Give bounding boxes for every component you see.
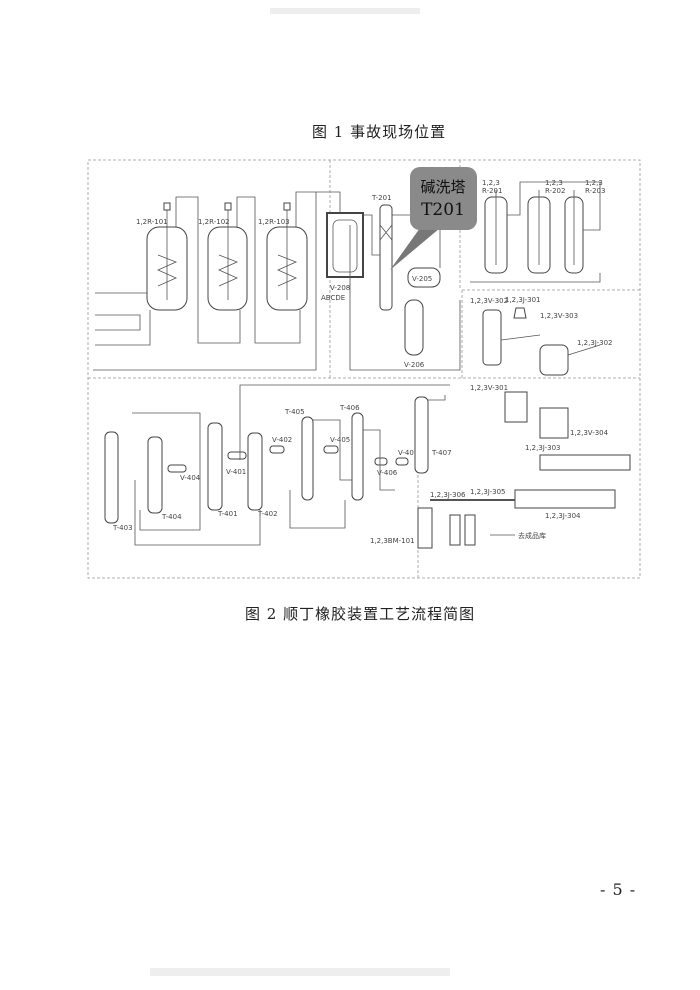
label-r202-prefix: 1,2,3 — [545, 179, 563, 187]
label-v206: V-206 — [404, 361, 425, 369]
baler-bm101 — [417, 507, 433, 549]
vessel-v406 — [374, 457, 388, 466]
vessel-v401 — [227, 451, 247, 460]
label-t403: T-403 — [112, 524, 133, 532]
scan-artifact-top — [270, 8, 420, 14]
label-t402: T-402 — [257, 510, 278, 518]
scan-artifact-bottom — [150, 968, 450, 976]
vessel-j301 — [513, 307, 527, 319]
reactor-r103 — [266, 202, 308, 311]
vessel-v206 — [404, 299, 424, 356]
vessel-v303 — [539, 344, 569, 376]
callout-line1: 碱洗塔 — [420, 178, 465, 196]
label-v303: 1,2,3V-303 — [540, 312, 578, 320]
label-v407: V-407 — [398, 449, 418, 457]
vessel-v208 — [326, 212, 364, 278]
label-v304: 1,2,3V-304 — [570, 429, 609, 437]
reactor-r102 — [207, 202, 248, 311]
label-v402: V-402 — [272, 436, 292, 444]
figure1-caption: 图 1 事故现场位置 — [312, 123, 447, 141]
vessel-v205 — [407, 267, 441, 288]
label-abcde: ABCDE — [321, 294, 345, 302]
label-j306: 1,2,3J-306 — [430, 491, 466, 499]
column-t403 — [104, 431, 119, 524]
vessel-v302 — [482, 309, 502, 366]
label-t404: T-404 — [161, 513, 182, 521]
label-t201: T-201 — [371, 194, 392, 202]
label-v208: V-208 — [330, 284, 350, 292]
label-t401: T-401 — [217, 510, 238, 518]
region-polymerization — [87, 159, 641, 579]
label-v205: V-205 — [412, 275, 432, 283]
label-v302: 1,2,3V-302 — [470, 297, 508, 305]
label-t405: T-405 — [284, 408, 305, 416]
label-v404: V-404 — [180, 474, 201, 482]
label-r203-prefix: 1,2,3 — [585, 179, 603, 187]
label-r201-prefix: 1,2,3 — [482, 179, 500, 187]
column-t402 — [247, 432, 263, 511]
extruder-j304 — [514, 489, 616, 509]
label-r103: 1,2R-103 — [258, 218, 290, 226]
figure2-caption: 图 2 顺丁橡胶装置工艺流程简图 — [245, 605, 476, 623]
label-v406: V-406 — [377, 469, 398, 477]
label-j304: 1,2,3J-304 — [545, 512, 581, 520]
page-number: - 5 - — [600, 880, 637, 899]
column-t405 — [301, 416, 314, 501]
vessel-v404 — [167, 464, 187, 473]
column-t407 — [414, 396, 429, 474]
label-v401: V-401 — [226, 468, 246, 476]
extruder-j303 — [539, 454, 631, 471]
label-j302: 1,2,3J-302 — [577, 339, 613, 347]
label-r201: R-201 — [482, 187, 502, 195]
label-r102: 1,2R-102 — [198, 218, 230, 226]
label-t407: T-407 — [431, 449, 452, 457]
vessel-v304 — [539, 407, 569, 439]
label-bm101: 1,2,3BM-101 — [370, 537, 415, 545]
column-t401 — [207, 422, 223, 511]
label-r101: 1,2R-101 — [136, 218, 168, 226]
column-t404 — [147, 436, 163, 514]
callout-t201: 碱洗塔 T201 — [390, 167, 477, 270]
vessel-v405 — [323, 445, 339, 454]
label-j305: 1,2,3J-305 — [470, 488, 506, 496]
label-r202: R-202 — [545, 187, 565, 195]
reactor-r101 — [146, 202, 188, 311]
callout-line2: T201 — [421, 200, 465, 220]
column-t406 — [351, 412, 364, 501]
label-j303: 1,2,3J-303 — [525, 444, 561, 452]
column-t201 — [379, 204, 393, 311]
vessel-v407 — [395, 457, 409, 466]
label-to-warehouse: 去成品库 — [518, 531, 546, 540]
label-j301: 1,2,3J-301 — [505, 296, 541, 304]
label-r203: R-203 — [585, 187, 605, 195]
vessel-v402 — [269, 445, 285, 454]
vessel-v301 — [504, 391, 528, 423]
label-v301: 1,2,3V-301 — [470, 384, 508, 392]
label-t406: T-406 — [339, 404, 360, 412]
